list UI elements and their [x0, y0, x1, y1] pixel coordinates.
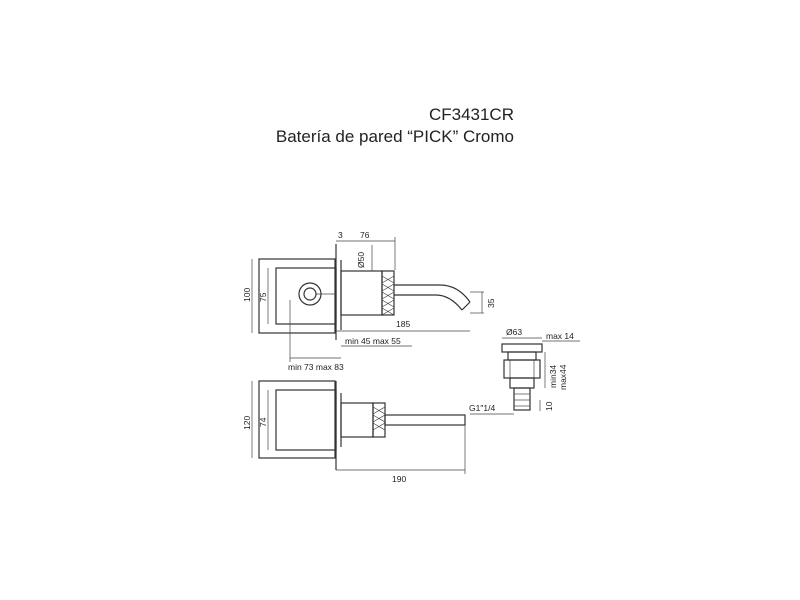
top-view: 120 74 190: [242, 380, 466, 484]
dim-50: Ø50: [356, 252, 366, 268]
dim-74: 74: [258, 417, 268, 427]
dim-63: Ø63: [506, 327, 522, 337]
dim-max44: max44: [558, 364, 568, 390]
dim-35: 35: [486, 298, 496, 308]
detail-cap: [501, 343, 543, 353]
dim-76: 76: [360, 230, 370, 240]
spout-top: [394, 284, 471, 303]
product-code: CF3431CR: [428, 105, 514, 124]
top-knurl-hatch: [372, 406, 386, 431]
dim-190: 190: [392, 474, 406, 484]
dim-120: 120: [242, 416, 252, 430]
dim-185: 185: [396, 319, 410, 329]
title-block: CF3431CR Batería de pared “PICK” Cromo: [240, 104, 514, 148]
side-view: 3 76 Ø50 100 75 35 185 min 45 max 55 min…: [242, 230, 496, 372]
detail-dimensions: Ø63 max 14 min34 max44 10 G1"1/4: [469, 327, 580, 415]
top-dimensions: 120 74 190: [242, 381, 466, 484]
lever-hub: [303, 287, 317, 301]
detail-thread: [513, 387, 531, 411]
product-name: Batería de pared “PICK” Cromo: [275, 127, 514, 146]
dim-100: 100: [242, 288, 252, 302]
spout-tip: [461, 301, 471, 311]
dim-min73max83: min 73 max 83: [288, 362, 344, 372]
dim-min45max55: min 45 max 55: [345, 336, 401, 346]
wall-plate-inner: [275, 267, 337, 325]
dim-10: 10: [544, 401, 554, 411]
dim-3: 3: [338, 230, 343, 240]
knurled-ring: [381, 270, 395, 316]
top-body: [340, 402, 374, 438]
top-plate-inner: [275, 389, 337, 451]
body: [340, 270, 383, 316]
detail-neck: [507, 351, 537, 361]
dim-max14: max 14: [546, 331, 574, 341]
dim-min34: min34: [548, 365, 558, 388]
top-plate-outer: [258, 380, 336, 459]
dim-75: 75: [258, 292, 268, 302]
dim-g1: G1"1/4: [469, 403, 495, 413]
detail-base: [509, 377, 535, 389]
spout-bottom: [394, 294, 463, 311]
top-spout: [384, 414, 466, 426]
knurl-hatch: [381, 275, 395, 316]
detail-view: Ø63 max 14 min34 max44 10 G1"1/4: [469, 327, 580, 415]
wall-plate-outer: [258, 258, 336, 334]
side-dimensions: 3 76 Ø50 100 75 35 185 min 45 max 55 min…: [242, 230, 496, 372]
detail-body: [503, 359, 541, 379]
